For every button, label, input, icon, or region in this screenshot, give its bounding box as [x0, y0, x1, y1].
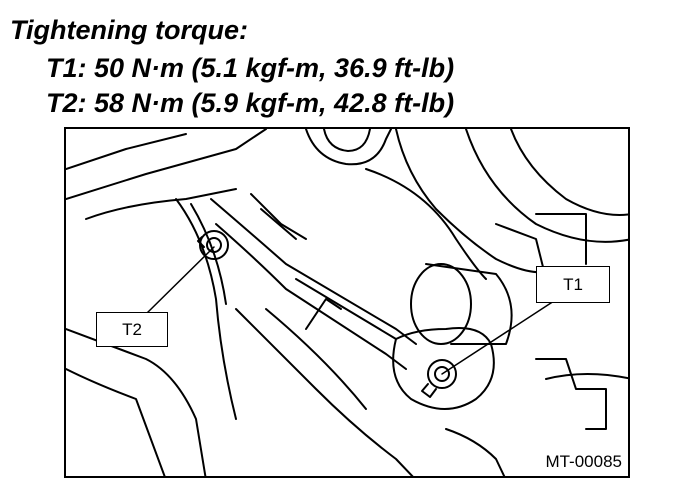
body-contour	[66, 328, 207, 476]
housing-outline	[395, 129, 557, 274]
callout-t2: T2	[96, 312, 168, 347]
t1-bolt	[427, 359, 457, 389]
callout-t1: T1	[536, 266, 610, 303]
housing-outline	[465, 129, 628, 243]
bushing-housing	[425, 263, 513, 345]
bushing-housing	[410, 263, 472, 345]
t2-bolt-flange	[197, 236, 205, 248]
stopper-end-eye	[392, 327, 495, 410]
stopper-rod-top-edge	[210, 198, 417, 345]
t2-bolt-head	[206, 237, 222, 253]
bracket-edge	[535, 358, 607, 430]
figure-id: MT-00085	[545, 452, 622, 471]
bracket-edge	[175, 198, 237, 420]
t1-bolt-head	[434, 366, 450, 382]
housing-outline	[510, 129, 628, 216]
torque-spec-t1: T1: 50 N·m (5.1 kgf-m, 36.9 ft-lb)	[46, 53, 455, 83]
illustration-drawing	[66, 129, 628, 476]
body-contour	[66, 368, 166, 476]
stopper-rod-bottom-edge	[215, 223, 407, 370]
stopper-rod-rib	[260, 208, 297, 240]
bracket-edge	[545, 373, 628, 380]
body-contour	[265, 308, 367, 410]
body-contour	[66, 133, 187, 170]
housing-outline	[305, 129, 392, 166]
torque-spec-title: Tightening torque:	[10, 15, 248, 45]
t2-leader-line	[145, 246, 215, 315]
body-contour	[445, 428, 506, 476]
t1-leader-line	[441, 300, 555, 375]
t1-bolt-thread	[421, 383, 437, 398]
bracket-edge	[190, 203, 227, 305]
pitching-stopper-illustration: T2 T1 MT-00085	[64, 127, 630, 478]
body-contour	[85, 188, 237, 220]
t2-bolt	[199, 230, 229, 260]
stopper-rod-rib	[295, 278, 397, 340]
housing-outline	[323, 129, 371, 152]
body-contour	[66, 129, 267, 200]
bracket-edge	[305, 298, 342, 330]
torque-spec-t2: T2: 58 N·m (5.9 kgf-m, 42.8 ft-lb)	[46, 88, 455, 118]
body-contour	[235, 308, 414, 476]
bracket-edge	[535, 213, 587, 265]
housing-outline	[365, 168, 487, 280]
housing-outline	[495, 223, 547, 280]
stopper-rod-end	[250, 193, 307, 240]
